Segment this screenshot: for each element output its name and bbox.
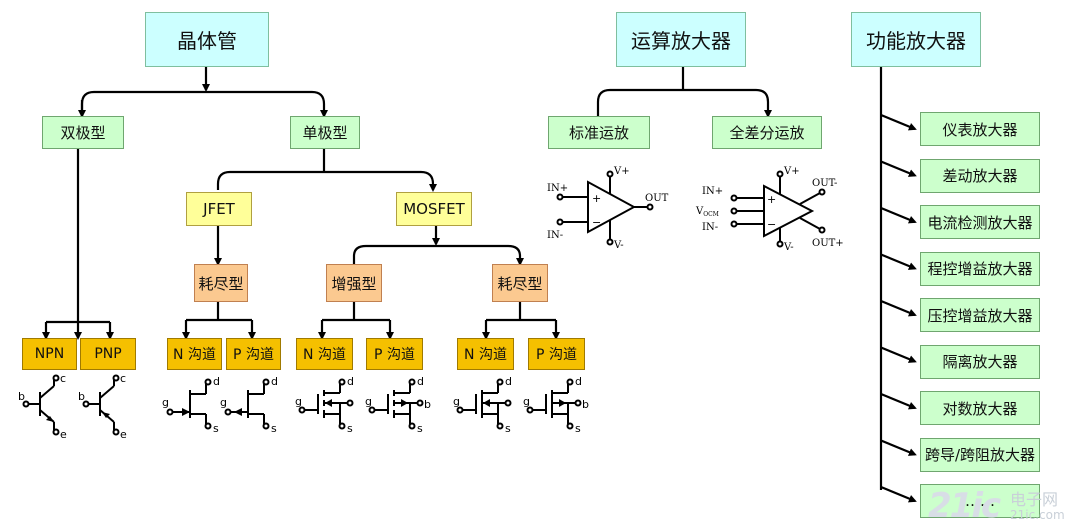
jfet-node: JFET [186, 192, 252, 226]
standard-opamp-node: 标准运放 [548, 116, 650, 149]
functional-amp-item: 隔离放大器 [920, 344, 1040, 379]
drain-pin-label: d [271, 375, 278, 388]
functional-amp-branch-arrow [880, 253, 917, 270]
in-plus-label: IN+ [702, 186, 723, 197]
functional-amp-item: 差动放大器 [920, 158, 1040, 193]
base-pin-label: b [78, 390, 85, 403]
standard-opamp-icon: + − IN+ IN- V+ V- OUT [547, 166, 669, 251]
gate-pin-label: g [523, 395, 530, 408]
npn-transistor-icon: b c e [18, 372, 67, 441]
v-minus-label: V- [783, 242, 794, 253]
functional-amp-branch-arrow [880, 485, 917, 503]
source-pin-label: s [417, 422, 423, 435]
n-depletion-mosfet-icon: g d s [453, 375, 512, 435]
v-plus-label: V+ [783, 166, 800, 177]
jfet-n-channel-node: N 沟道 [167, 338, 222, 370]
p-enhancement-mosfet-icon: g d b s [365, 375, 431, 435]
enh-p-channel-node: P 沟道 [366, 338, 423, 370]
watermark-domain: 21ic.com [1010, 508, 1065, 522]
drain-pin-label: d [505, 375, 512, 388]
functional-amp-branch-arrow [880, 206, 917, 224]
functional-amp-branch-arrow [880, 113, 917, 131]
fully-diff-opamp-icon: + − IN+ VOCM IN- V+ V- OUT- OUT+ [695, 166, 844, 253]
watermark-logo-text: 21ic [928, 486, 1001, 526]
inverting-sign: − [592, 216, 601, 229]
functional-amp-item: 压控增益放大器 [920, 298, 1040, 332]
functional-amp-item: 仪表放大器 [920, 112, 1040, 146]
gate-pin-label: g [365, 395, 372, 408]
vocm-label: VOCM [695, 206, 719, 218]
functional-amp-branch-arrow [880, 392, 917, 410]
source-pin-label: s [347, 422, 353, 435]
source-pin-label: s [575, 422, 581, 435]
collector-pin-label: c [60, 372, 66, 385]
gate-pin-label: g [220, 396, 227, 409]
drain-pin-label: d [417, 375, 424, 388]
mos-enhancement-node: 增强型 [326, 264, 382, 302]
fully-diff-opamp-node: 全差分运放 [712, 116, 822, 149]
gate-pin-label: g [453, 395, 460, 408]
dep-p-channel-node: P 沟道 [528, 338, 585, 370]
drain-pin-label: d [575, 375, 582, 388]
jfet-p-channel-node: P 沟道 [226, 338, 281, 370]
n-enhancement-mosfet-icon: g d s [295, 375, 354, 435]
dep-n-channel-node: N 沟道 [457, 338, 514, 370]
opamp-node: 运算放大器 [616, 12, 746, 67]
functional-amp-item: 对数放大器 [920, 391, 1040, 425]
emitter-pin-label: e [120, 428, 127, 441]
base-pin-label: b [18, 390, 25, 403]
transistor-node: 晶体管 [145, 12, 269, 67]
functional-amp-item: 程控增益放大器 [920, 251, 1040, 286]
source-pin-label: s [213, 422, 219, 435]
collector-pin-label: c [120, 372, 126, 385]
functional-amp-item: 跨导/跨阻放大器 [920, 437, 1040, 472]
in-plus-label: IN+ [547, 183, 568, 194]
body-pin-label: b [424, 398, 431, 411]
v-minus-label: V- [613, 240, 624, 251]
bipolar-node: 双极型 [42, 116, 124, 149]
pnp-transistor-icon: b c e [78, 372, 127, 441]
out-label: OUT [645, 193, 669, 204]
n-jfet-icon: g d s [162, 375, 220, 435]
out-minus-label: OUT- [812, 178, 837, 189]
inverting-sign: − [767, 218, 776, 231]
in-minus-label: IN- [547, 230, 563, 241]
unipolar-node: 单极型 [290, 116, 360, 149]
functional-amp-branch-arrow [880, 160, 917, 177]
non-inverting-sign: + [767, 193, 776, 206]
p-depletion-mosfet-icon: g d b s [523, 375, 589, 435]
functional-amp-branch-arrow [880, 346, 917, 363]
functional-amp-item: 电流检测放大器 [920, 205, 1040, 239]
in-minus-label: IN- [702, 222, 718, 233]
emitter-pin-label: e [60, 428, 67, 441]
source-pin-label: s [505, 422, 511, 435]
pnp-node: PNP [80, 338, 136, 370]
npn-node: NPN [22, 338, 77, 370]
functional-amp-item: …… [920, 484, 1040, 518]
gate-pin-label: g [162, 396, 169, 409]
functional-amp-node: 功能放大器 [851, 12, 981, 67]
drain-pin-label: d [213, 375, 220, 388]
watermark-site-name: 电子网 [1010, 490, 1059, 509]
gate-pin-label: g [295, 395, 302, 408]
jfet-depletion-node: 耗尽型 [194, 264, 248, 302]
drain-pin-label: d [347, 375, 354, 388]
mos-depletion-node: 耗尽型 [492, 264, 548, 302]
non-inverting-sign: + [592, 192, 601, 205]
out-plus-label: OUT+ [812, 238, 844, 249]
enh-n-channel-node: N 沟道 [296, 338, 353, 370]
p-jfet-icon: g d s [220, 375, 278, 435]
functional-amp-branch-arrow [880, 299, 917, 317]
functional-amp-branch-arrow [880, 439, 917, 456]
v-plus-label: V+ [613, 166, 630, 177]
mosfet-node: MOSFET [396, 192, 472, 226]
body-pin-label: b [582, 398, 589, 411]
site-watermark: 21ic 电子网 21ic.com [928, 486, 1065, 526]
source-pin-label: s [271, 422, 277, 435]
